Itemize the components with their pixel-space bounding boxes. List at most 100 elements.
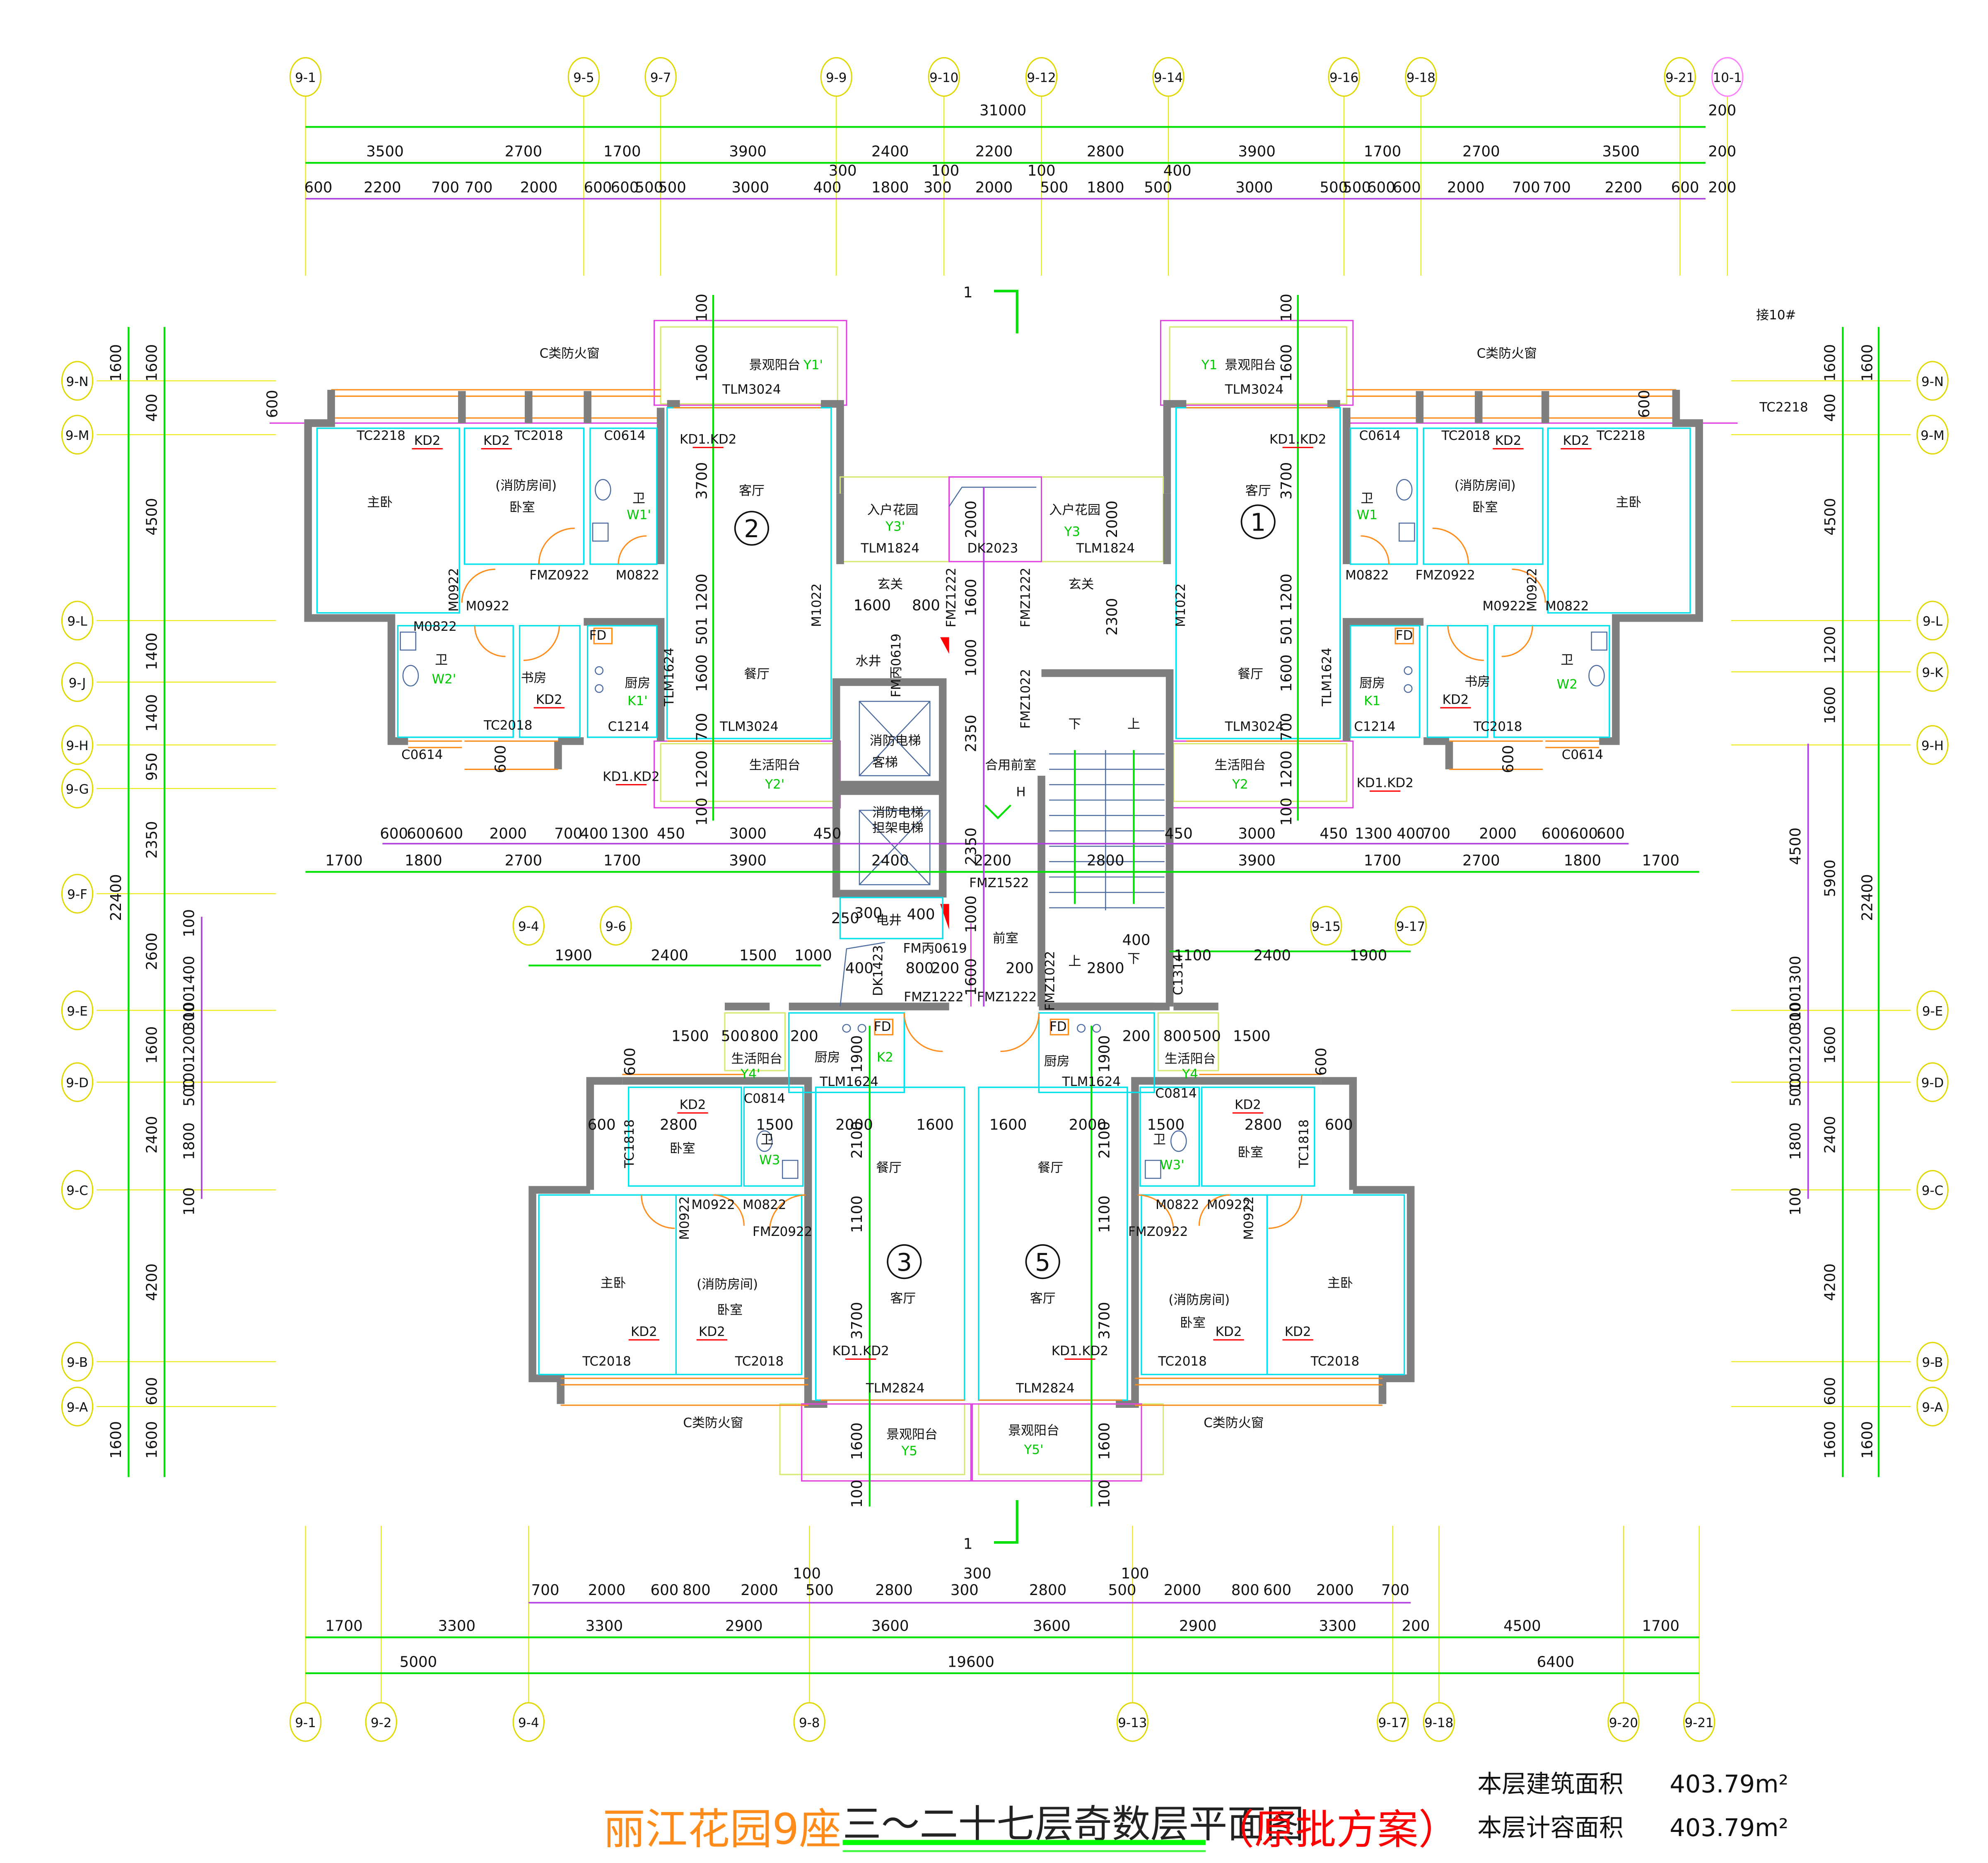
label-unit1: 餐厅 (1238, 667, 1263, 682)
dimension-mid-detail: 450 (1320, 825, 1348, 842)
dimension-core-vert: 1600 (963, 579, 980, 616)
dimension-lower-axes: 2400 (651, 947, 689, 964)
label-core: 消防电梯 (872, 805, 924, 820)
callout-unit2: KD1.KD2 (603, 769, 659, 784)
dimension-top-axes: 3500 (366, 143, 404, 160)
label-unit1: FD (1396, 628, 1413, 643)
dimension-top-detail: 700 (1543, 179, 1571, 196)
label-unit2: M0822 (616, 568, 659, 583)
label-unit2: Y2' (765, 777, 784, 792)
dimension-right-total: 1600 (1859, 1421, 1876, 1459)
section-mark-top: 1 (963, 284, 973, 301)
label-unit1: W2 (1557, 677, 1578, 692)
dimension-bot-units-mid: 1600 (916, 1116, 954, 1133)
dimension-bottom-detail: 500 (1108, 1582, 1136, 1599)
label-unit3: Y5 (901, 1444, 917, 1459)
label-unit3: TC2018 (735, 1354, 784, 1369)
label-unit5: 卧室 (1180, 1315, 1206, 1330)
core-geometry (832, 476, 1174, 1011)
callout-unit5: KD2 (1216, 1325, 1242, 1339)
axis-top-8-label: 9-18 (1407, 70, 1436, 85)
dimension-top-total: 31000 (980, 102, 1026, 119)
axis-lines (97, 96, 1911, 1703)
dimension-bottom-offsets: 100 (793, 1565, 821, 1582)
label-unit1: TLM1624 (1320, 648, 1334, 707)
dimension-top-detail: 500 (658, 179, 686, 196)
label-unit2: M0822 (413, 619, 457, 634)
dimension-side-600: 600 (1500, 745, 1517, 773)
axis-bottom-6-bubble (1423, 1702, 1455, 1742)
dimension-bottom-axes: 1700 (325, 1618, 363, 1635)
dimension-top-detail: 2000 (975, 179, 1013, 196)
dimension-bot-units-mid: 600 (588, 1116, 616, 1133)
drawing-title: 三～二十七层奇数层平面图 (843, 1802, 1304, 1846)
dimension-core-detail: 250 (831, 910, 859, 927)
unit-number-circle (1240, 504, 1276, 540)
label-unit2: K1' (627, 694, 647, 709)
label-unit5: W3' (1160, 1158, 1185, 1173)
label-unit3: M0922 (691, 1197, 735, 1212)
dimension-unit5-vert: 1100 (1096, 1195, 1113, 1233)
dimension-mid-detail: 700 (1422, 825, 1450, 842)
callout-unit2: KD2 (483, 433, 510, 448)
axis-bottom-1-label: 9-2 (371, 1716, 392, 1730)
label-unit1: 书房 (1464, 674, 1490, 689)
dimension-mid-axes: 1700 (603, 852, 641, 869)
label-unit1: K1 (1364, 694, 1380, 709)
label-unit2: Y1' (803, 358, 823, 373)
dimension-unit1-vert: 700 (1278, 713, 1295, 741)
label-unit2: 生活阳台 (749, 758, 801, 772)
label-unit5: 景观阳台 (1008, 1423, 1059, 1438)
dimension-bottom-total: 19600 (948, 1653, 994, 1670)
dimension-mid-axes: 3900 (729, 852, 767, 869)
axis-left-0-bubble (61, 361, 94, 401)
label-unit3: FMZ0922 (753, 1224, 812, 1239)
dimension-bottom-detail: 2000 (1316, 1582, 1354, 1599)
dimension-lower-axes: 1500 (739, 947, 777, 964)
dimension-mid-axes: 2700 (505, 852, 543, 869)
axis-top-4-label: 9-10 (929, 70, 958, 85)
dimension-top-detail: 2000 (1447, 179, 1485, 196)
label-core: 消防电梯 (870, 734, 921, 748)
dimension-mid-detail: 2000 (1479, 825, 1517, 842)
dimension-unit1-vert: 1200 (1278, 574, 1295, 611)
dimension-core-detail: 400 (845, 960, 873, 977)
dimension-top-axes: 3900 (1238, 143, 1276, 160)
callout-unit1: KD2 (1495, 433, 1521, 448)
dimension-unit1-vert: 1600 (1278, 654, 1295, 692)
dimension-unit1-vert: 501 (1278, 617, 1295, 645)
label-core: 前室 (993, 931, 1018, 946)
dimension-right-total: 22400 (1859, 874, 1876, 921)
dimension-lower-axes: 1100 (1174, 947, 1212, 964)
dimension-bottom-axes: 1700 (1642, 1618, 1679, 1635)
dimension-mid-axes: 2800 (1087, 852, 1124, 869)
section-mark-bottom: 1 (963, 1536, 973, 1553)
label-core: DK2023 (967, 541, 1018, 556)
label-unit3: TLM2824 (866, 1381, 925, 1396)
label-unit3: 主卧 (601, 1276, 626, 1291)
dimension-unit5-vert: 2100 (1096, 1121, 1113, 1159)
axis-top-3-label: 9-9 (826, 70, 847, 85)
dimension-unit2-vert: 100 (694, 294, 711, 322)
dimension-top-detail: 500 (1343, 179, 1371, 196)
label-unit5: (消防房间) (1168, 1292, 1230, 1307)
axis-right-3-bubble (1916, 652, 1949, 692)
label-unit5: C0814 (1155, 1086, 1197, 1101)
label-unit1: 卫 (1561, 653, 1573, 668)
dimension-right-detail: 500 (1787, 1079, 1804, 1107)
axis-bottom-1-bubble (365, 1702, 397, 1742)
stair-treads (1049, 753, 1165, 908)
label-unit5: TC1818 (1296, 1120, 1311, 1168)
axis-left-5-bubble (61, 768, 94, 808)
axis-left-7-label: 9-E (67, 1004, 87, 1019)
axis-right-9-label: 9-A (1922, 1400, 1943, 1415)
dimension-mid-detail: 400 (1397, 825, 1425, 842)
label-unit1: TC2018 (1473, 719, 1522, 734)
axis-right-4-label: 9-H (1921, 738, 1944, 753)
label-core: 玄关 (877, 577, 903, 592)
dimension-top-axes: 1700 (1364, 143, 1402, 160)
label-core: DK1423 (871, 945, 886, 996)
dimension-left-detail: 1200 (181, 1026, 198, 1064)
axis-top-5-label: 9-12 (1027, 70, 1056, 85)
label-unit2: FD (589, 628, 607, 643)
